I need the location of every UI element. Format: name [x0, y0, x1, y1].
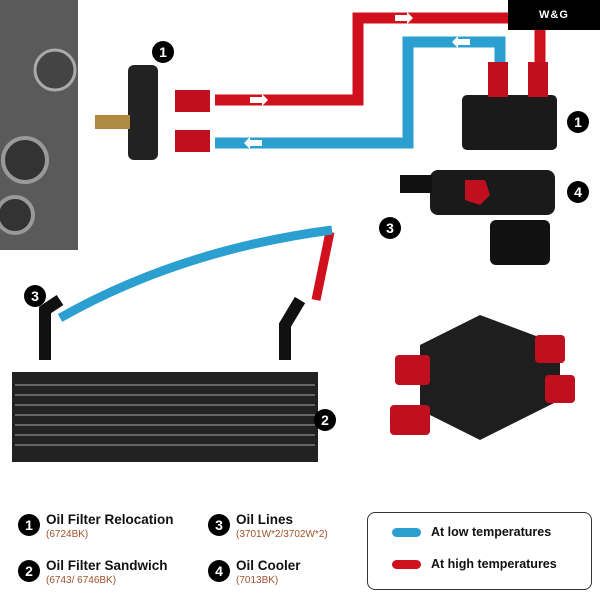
legend-item: 4 Oil Cooler (7013BK): [208, 558, 301, 586]
marker-1: 1: [567, 111, 589, 133]
legend-number: 3: [208, 514, 230, 536]
engine: [0, 0, 78, 250]
high-temp-label: At high temperatures: [431, 557, 557, 571]
legend-code: (3701W*2/3702W*2): [236, 529, 328, 540]
filter-sandwich-top: [400, 170, 555, 265]
marker-4: 4: [567, 181, 589, 203]
legend-item: 3 Oil Lines (3701W*2/3702W*2): [208, 512, 328, 540]
blue-cold-line: [57, 36, 506, 322]
oil-cooler: [12, 295, 318, 462]
legend-code: (6724BK): [46, 529, 89, 540]
legend-title: Oil Lines: [236, 512, 294, 527]
sandwich-adapter: [390, 315, 575, 440]
brand-logo: W&G: [508, 0, 600, 30]
legend-title: Oil Cooler: [236, 558, 301, 573]
legend-number: 1: [18, 514, 40, 536]
red-hot-line: [215, 12, 546, 301]
marker-2: 2: [314, 409, 336, 431]
legend-number: 2: [18, 560, 40, 582]
low-temp-label: At low temperatures: [431, 525, 552, 539]
legend-title: Oil Filter Sandwich: [46, 558, 168, 573]
plumbing-diagram: [0, 0, 575, 462]
legend-item: 1 Oil Filter Relocation (6724BK): [18, 512, 174, 540]
relocation-block-left: [95, 65, 210, 160]
legend-code: (7013BK): [236, 575, 279, 586]
legend-title: Oil Filter Relocation: [46, 512, 174, 527]
temperature-key: At low temperatures At high temperatures: [367, 512, 592, 590]
marker-3: 3: [379, 217, 401, 239]
relocation-block-right: [462, 62, 557, 150]
legend-number: 4: [208, 560, 230, 582]
low-temp-swatch: [392, 527, 421, 537]
legend-code: (6743/ 6746BK): [46, 575, 117, 586]
legend-item: 2 Oil Filter Sandwich (6743/ 6746BK): [18, 558, 168, 586]
marker-3: 3: [24, 285, 46, 307]
marker-1: 1: [152, 41, 174, 63]
flow-arrows: [244, 12, 470, 149]
high-temp-swatch: [392, 559, 421, 569]
